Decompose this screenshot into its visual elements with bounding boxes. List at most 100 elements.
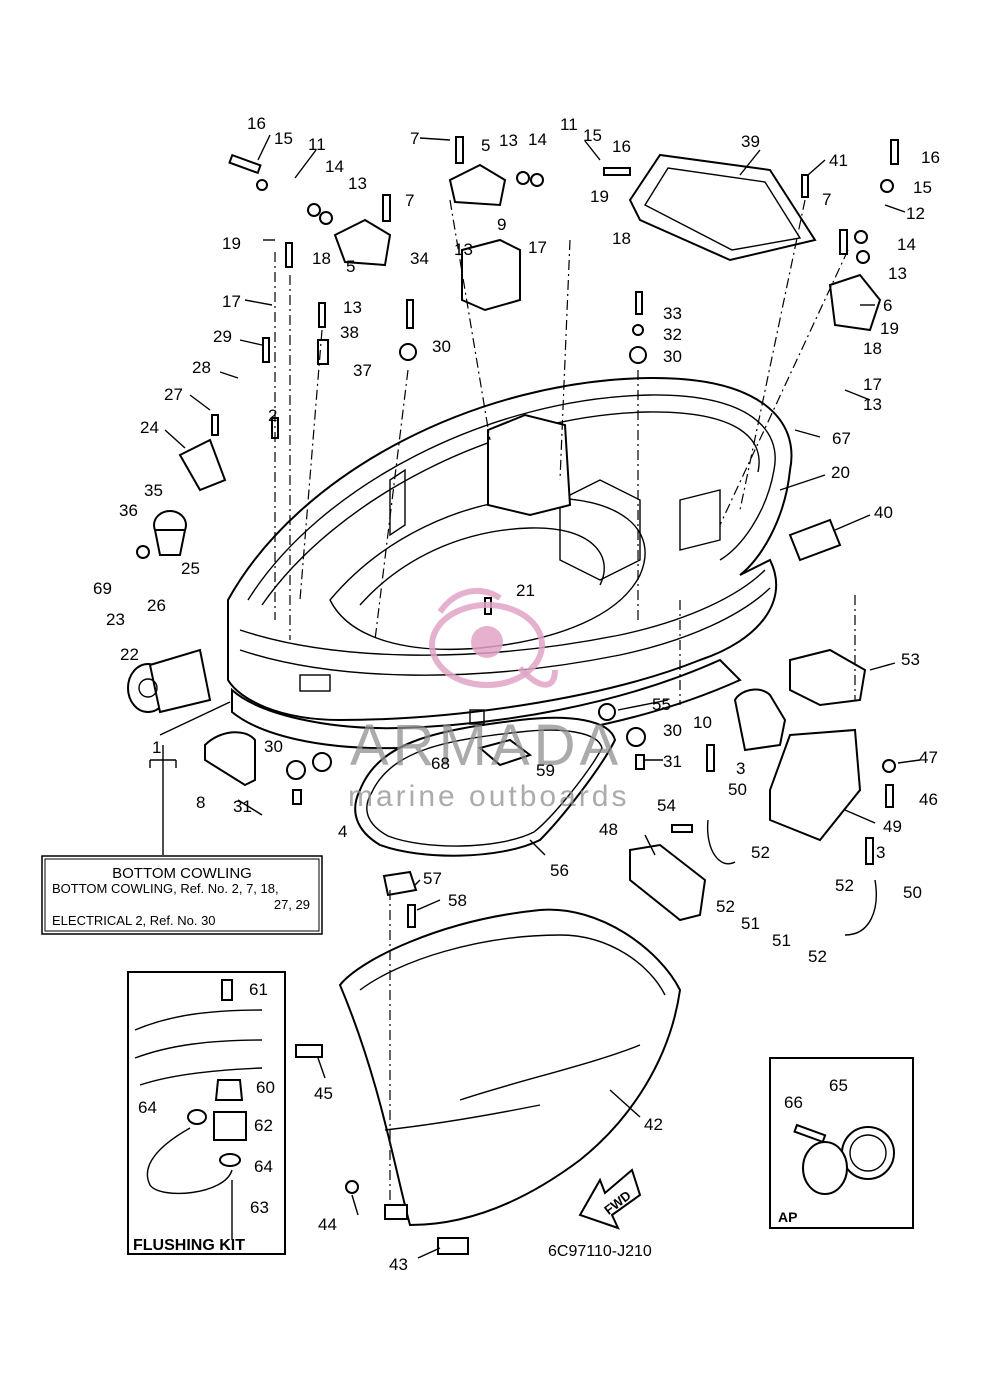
callout-29: 29 bbox=[213, 327, 232, 346]
callout-39: 39 bbox=[741, 132, 760, 151]
callout-30: 30 bbox=[663, 347, 682, 366]
callout-48: 48 bbox=[599, 820, 618, 839]
part-39-plate bbox=[628, 153, 817, 262]
callout-63: 63 bbox=[250, 1198, 269, 1217]
callout-27: 27 bbox=[164, 385, 183, 404]
info-box-line-1: BOTTOM COWLING, Ref. No. 2, 7, 18, bbox=[52, 881, 279, 896]
callout-34: 34 bbox=[410, 249, 429, 268]
callout-13: 13 bbox=[343, 298, 362, 317]
callout-14: 14 bbox=[325, 157, 344, 176]
callout-18: 18 bbox=[612, 229, 631, 248]
callout-37: 37 bbox=[353, 361, 372, 380]
callout-21: 21 bbox=[516, 581, 535, 600]
callout-56: 56 bbox=[550, 861, 569, 880]
ap-panel: AP bbox=[769, 1057, 914, 1229]
part-50-hose-b bbox=[844, 879, 877, 936]
callout-59: 59 bbox=[536, 761, 555, 780]
callout-18: 18 bbox=[312, 249, 331, 268]
callout-26: 26 bbox=[147, 596, 166, 615]
callout-35: 35 bbox=[144, 481, 163, 500]
callout-47: 47 bbox=[919, 748, 938, 767]
callout-11: 11 bbox=[308, 135, 326, 154]
callout-64: 64 bbox=[254, 1157, 273, 1176]
info-box-line-2: 27, 29 bbox=[274, 897, 310, 912]
callout-19: 19 bbox=[880, 319, 899, 338]
callout-49: 49 bbox=[883, 817, 902, 836]
callout-16: 16 bbox=[612, 137, 631, 156]
callout-18: 18 bbox=[863, 339, 882, 358]
callout-13: 13 bbox=[499, 131, 518, 150]
part-53-plate bbox=[789, 648, 867, 707]
part-35-plug bbox=[153, 510, 187, 556]
part-42-top-cowling bbox=[338, 908, 682, 1227]
part-50-hose-a bbox=[706, 819, 736, 865]
callout-8: 8 bbox=[196, 793, 205, 812]
part-9-bracket bbox=[461, 238, 521, 312]
callout-61: 61 bbox=[249, 980, 268, 999]
callout-12: 12 bbox=[906, 204, 925, 223]
callout-50: 50 bbox=[903, 883, 922, 902]
info-box-line-3: ELECTRICAL 2, Ref. No. 30 bbox=[52, 913, 216, 928]
callout-44: 44 bbox=[318, 1215, 337, 1234]
callout-28: 28 bbox=[192, 358, 211, 377]
callout-14: 14 bbox=[528, 130, 547, 149]
callout-51: 51 bbox=[741, 914, 760, 933]
callout-24: 24 bbox=[140, 418, 159, 437]
watermark-tagline: marine outboards bbox=[348, 780, 629, 813]
callout-46: 46 bbox=[919, 790, 938, 809]
flushing-kit-label: FLUSHING KIT bbox=[133, 1237, 245, 1254]
watermark: ARMADA marine outboards bbox=[348, 587, 629, 813]
callout-57: 57 bbox=[423, 869, 442, 888]
callout-5: 5 bbox=[346, 257, 355, 276]
callout-43: 43 bbox=[389, 1255, 408, 1274]
callout-2: 2 bbox=[268, 406, 277, 425]
callout-16: 16 bbox=[247, 114, 266, 133]
callout-3: 3 bbox=[736, 759, 745, 778]
part-24-bracket bbox=[178, 438, 227, 492]
callout-51: 51 bbox=[772, 931, 791, 950]
part-5-holder-top bbox=[448, 163, 507, 207]
callout-17: 17 bbox=[222, 292, 241, 311]
callout-3: 3 bbox=[876, 843, 885, 862]
fwd-marker: FWD bbox=[578, 1168, 642, 1230]
callout-6: 6 bbox=[883, 296, 892, 315]
part-56-gasket bbox=[354, 716, 617, 857]
callout-62: 62 bbox=[254, 1116, 273, 1135]
callout-30: 30 bbox=[264, 737, 283, 756]
callout-68: 68 bbox=[431, 754, 450, 773]
callout-11: 11 bbox=[560, 115, 578, 134]
diagram-code: 6C97110-J210 bbox=[548, 1243, 652, 1260]
callout-30: 30 bbox=[663, 721, 682, 740]
callout-17: 17 bbox=[528, 238, 547, 257]
callout-31: 31 bbox=[233, 797, 252, 816]
part-center-box bbox=[487, 413, 572, 517]
callout-7: 7 bbox=[405, 191, 414, 210]
callout-33: 33 bbox=[663, 304, 682, 323]
callout-23: 23 bbox=[106, 610, 125, 629]
part-22-connector bbox=[127, 648, 212, 714]
part-49-duct bbox=[769, 728, 862, 842]
callout-13: 13 bbox=[454, 240, 473, 259]
callout-15: 15 bbox=[583, 126, 602, 145]
watermark-logo bbox=[429, 587, 558, 688]
info-box-title: BOTTOM COWLING bbox=[112, 865, 252, 882]
part-10-clip bbox=[733, 688, 787, 752]
callout-58: 58 bbox=[448, 891, 467, 910]
callout-55: 55 bbox=[652, 695, 671, 714]
callout-20: 20 bbox=[831, 463, 850, 482]
watermark-brand: ARMADA bbox=[350, 713, 622, 778]
fasteners bbox=[136, 136, 899, 1255]
callout-9: 9 bbox=[497, 215, 506, 234]
callout-41: 41 bbox=[829, 151, 848, 170]
callout-60: 60 bbox=[256, 1078, 275, 1097]
callout-10: 10 bbox=[693, 713, 712, 732]
callout-5: 5 bbox=[481, 136, 490, 155]
leader-lines bbox=[149, 134, 921, 1259]
part-48-bracket bbox=[629, 843, 707, 922]
part-8-clip bbox=[204, 731, 256, 787]
part-59-pad bbox=[477, 738, 533, 767]
part-40-pad bbox=[788, 518, 842, 562]
callout-13: 13 bbox=[888, 264, 907, 283]
